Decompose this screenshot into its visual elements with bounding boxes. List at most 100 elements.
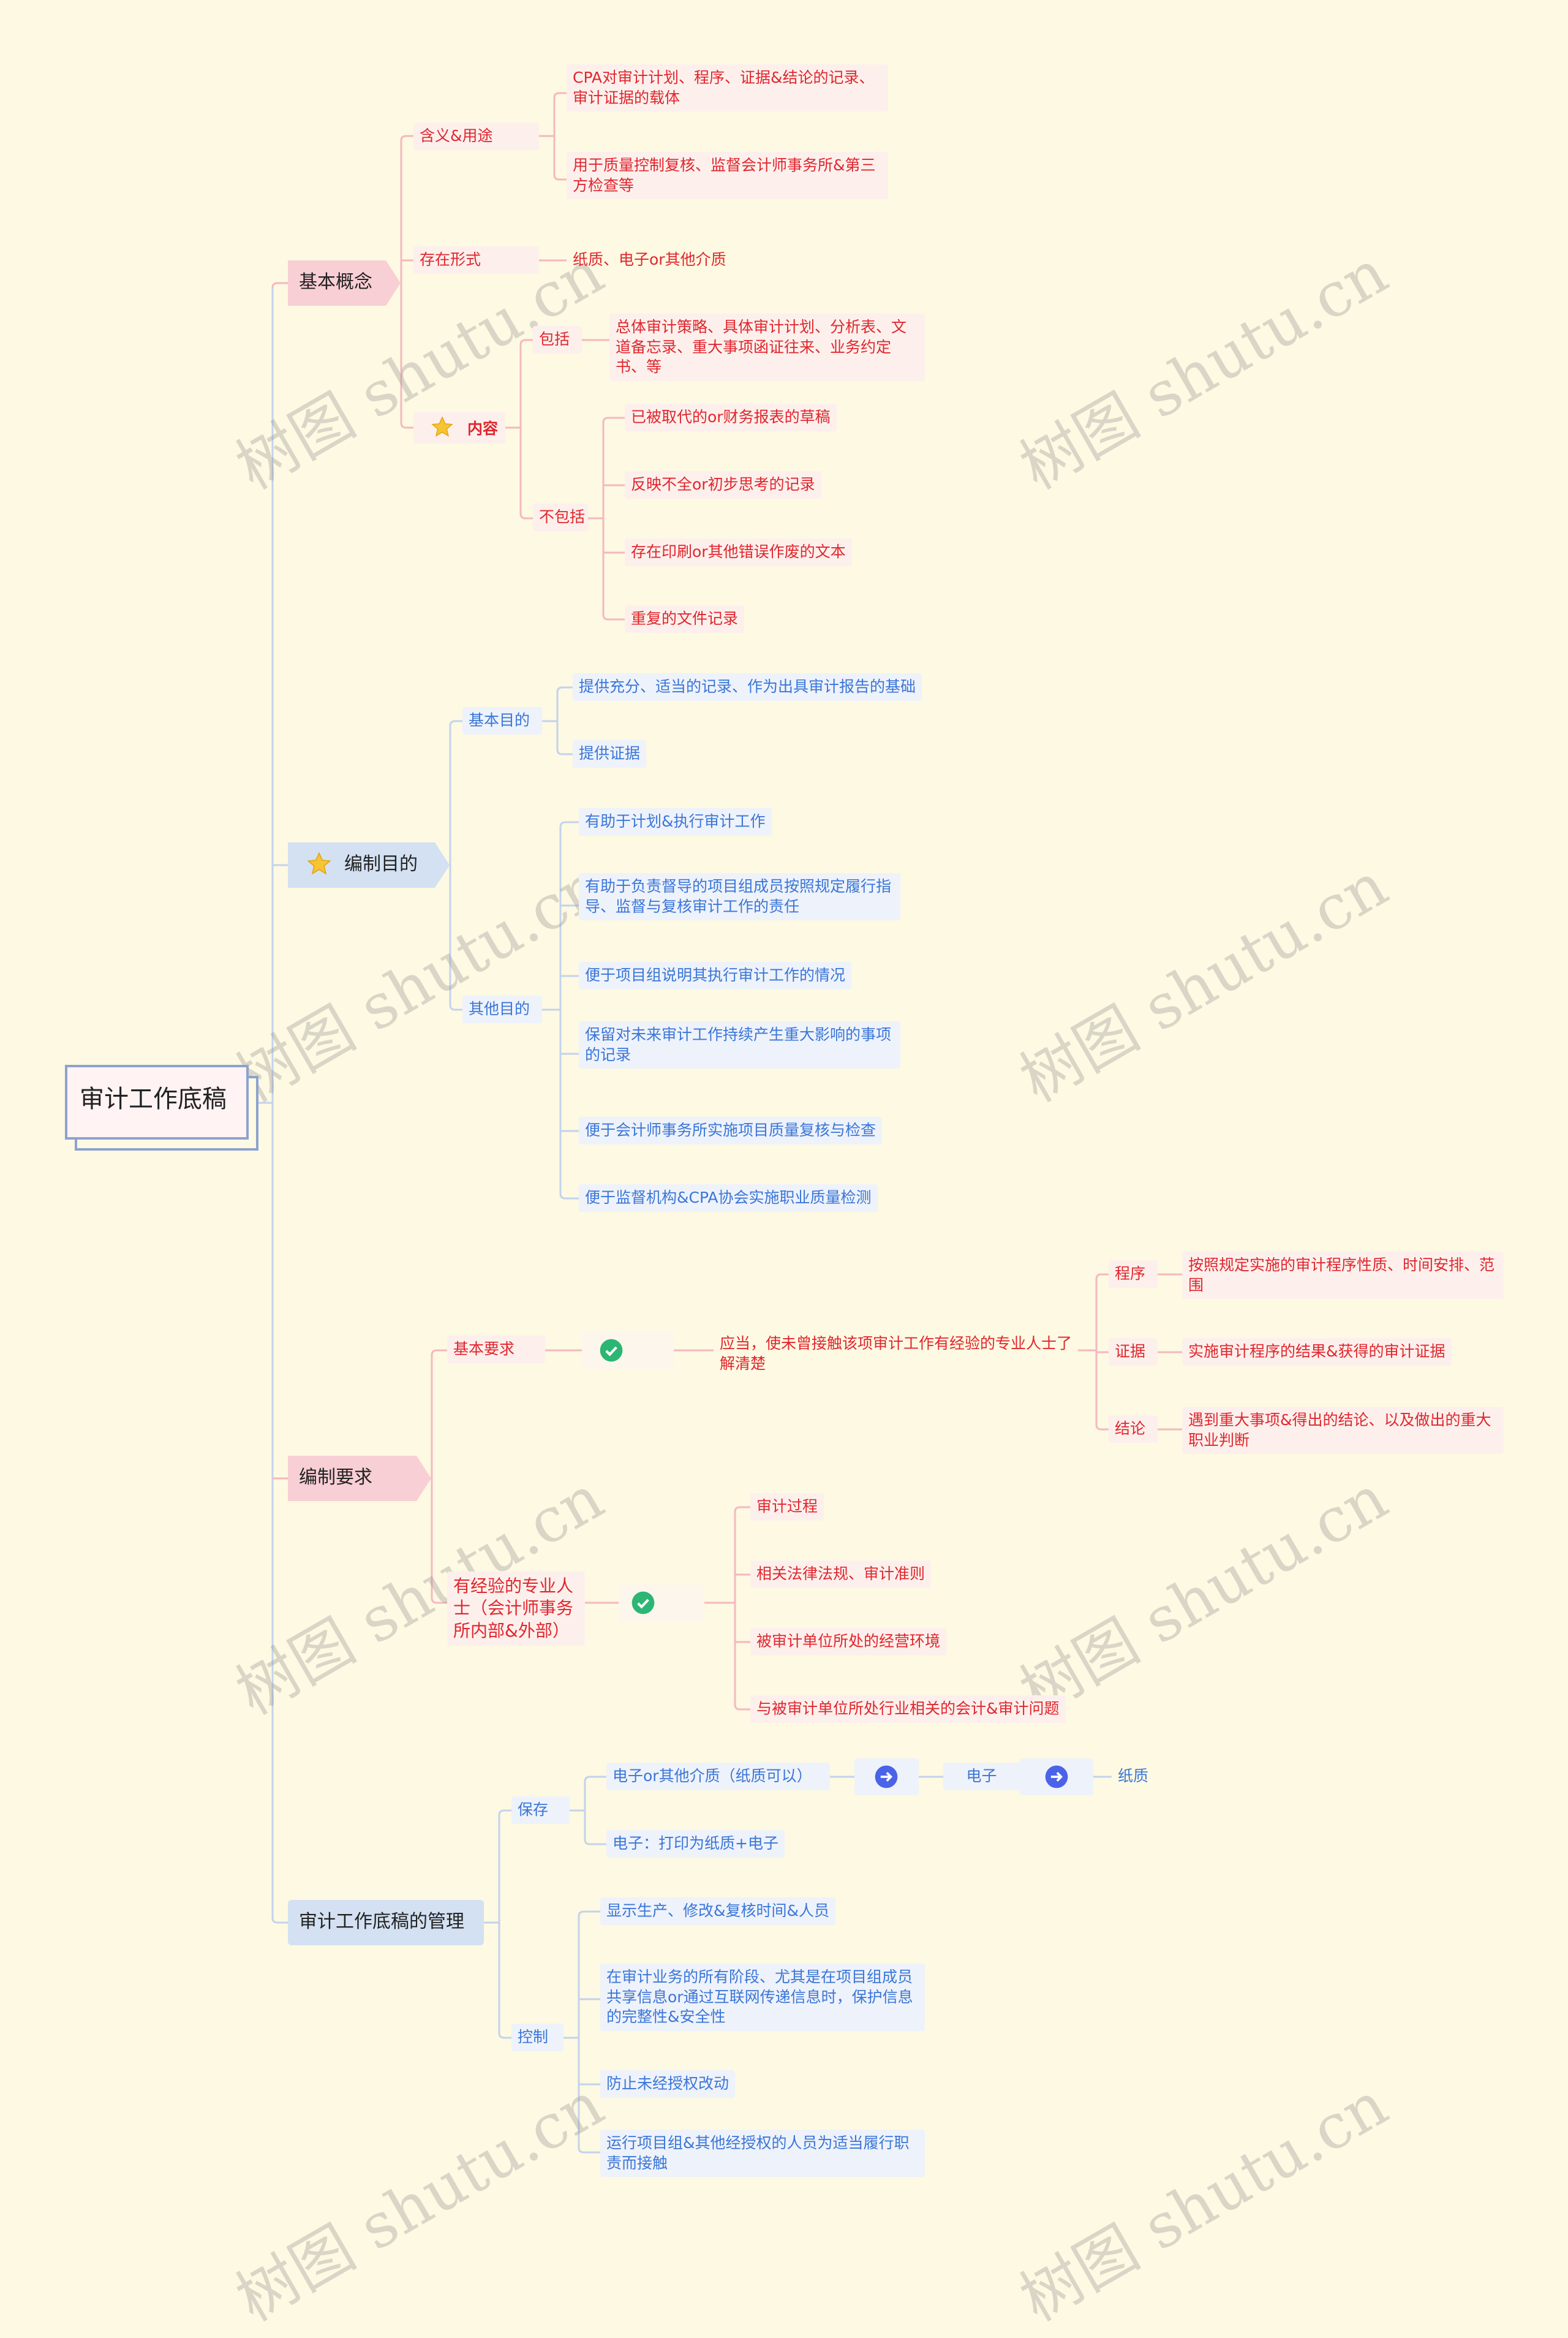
branch-label: 编制要求	[299, 1467, 372, 1488]
content-exclude[interactable]: 不包括	[533, 504, 588, 531]
item-text: 纸质、电子or其他介质	[573, 251, 726, 268]
item-text: 电子or其他介质（纸质可以）	[612, 1767, 812, 1785]
root-node[interactable]: 审计工作底稿	[65, 1065, 249, 1140]
item-text: 保留对未来审计工作持续产生重大影响的事项的记录	[585, 1026, 892, 1064]
topic-basic-purpose[interactable]: 基本目的	[462, 707, 542, 735]
expert-item[interactable]: 与被审计单位所处行业相关的会计&审计问题	[750, 1695, 1066, 1723]
control-item[interactable]: 运行项目组&其他经授权的人员为适当履行职责而接触	[600, 2130, 925, 2177]
keep-chain-item[interactable]: 电子	[943, 1763, 1020, 1790]
requirement-sub-text[interactable]: 实施审计程序的结果&获得的审计证据	[1182, 1338, 1452, 1366]
requirement-sub-label[interactable]: 证据	[1109, 1338, 1158, 1366]
topic-label: 基本目的	[469, 711, 530, 729]
arrow-box	[854, 1758, 919, 1795]
topic-label: 内容	[467, 420, 499, 437]
topic-label: 控制	[518, 2028, 549, 2046]
branch-management[interactable]: 审计工作底稿的管理	[288, 1900, 484, 1945]
expert-item[interactable]: 审计过程	[750, 1493, 824, 1521]
topic-control[interactable]: 控制	[511, 2024, 564, 2051]
item-text: 电子：打印为纸质+电子	[612, 1834, 778, 1852]
item-text: 便于会计师事务所实施项目质量复核与检查	[585, 1121, 876, 1139]
topic-basic-requirement[interactable]: 基本要求	[447, 1336, 545, 1363]
root-label: 审计工作底稿	[80, 1085, 227, 1113]
other-purpose-item[interactable]: 有助于计划&执行审计工作	[579, 808, 772, 836]
exclude-item[interactable]: 存在印刷or其他错误作废的文本	[625, 539, 852, 566]
topic-content[interactable]: 内容	[413, 412, 505, 444]
item-text: 运行项目组&其他经授权的人员为适当履行职责而接触	[606, 2134, 910, 2172]
basic-requirement-text[interactable]: 应当，使未曾接触该项审计工作有经验的专业人士了解清楚	[714, 1330, 1078, 1377]
arrow-box	[1020, 1758, 1093, 1795]
item-text: 存在印刷or其他错误作废的文本	[631, 543, 846, 561]
topic-label: 存在形式	[420, 251, 481, 268]
star-icon	[307, 852, 331, 875]
item-text: 重复的文件记录	[631, 610, 739, 627]
branch-arrow	[435, 842, 450, 888]
arrow-right-circle-icon	[875, 1765, 898, 1788]
basic-purpose-item[interactable]: 提供证据	[573, 740, 647, 768]
requirement-sub-text[interactable]: 遇到重大事项&得出的结论、以及做出的重大职业判断	[1182, 1407, 1504, 1454]
requirement-sub-label[interactable]: 程序	[1109, 1260, 1158, 1288]
exclude-item[interactable]: 重复的文件记录	[625, 605, 745, 633]
item-text: 电子	[966, 1767, 997, 1785]
exclude-item[interactable]: 反映不全or初步思考的记录	[625, 471, 821, 499]
branch-basic-concept[interactable]: 基本概念	[288, 260, 386, 306]
exclude-item[interactable]: 已被取代的or财务报表的草稿	[625, 404, 837, 431]
topic-meaning[interactable]: 含义&用途	[413, 123, 539, 150]
basic-purpose-item[interactable]: 提供充分、适当的记录、作为出具审计报告的基础	[573, 673, 922, 701]
item-text: 有助于负责督导的项目组成员按照规定履行指导、监督与复核审计工作的责任	[585, 877, 892, 915]
topic-label: 包括	[539, 330, 570, 348]
include-item[interactable]: 总体审计策略、具体审计计划、分析表、文道备忘录、重大事项函证往来、业务约定书、等	[609, 314, 925, 381]
meaning-item[interactable]: CPA对审计计划、程序、证据&结论的记录、审计证据的载体	[567, 64, 888, 112]
expert-item[interactable]: 被审计单位所处的经营环境	[750, 1628, 947, 1655]
branch-requirements[interactable]: 编制要求	[288, 1456, 417, 1501]
requirement-sub-text[interactable]: 按照规定实施的审计程序性质、时间安排、范围	[1182, 1252, 1504, 1299]
control-item[interactable]: 显示生产、修改&复核时间&人员	[600, 1897, 835, 1925]
topic-experienced-expert[interactable]: 有经验的专业人士（会计师事务所内部&外部）	[447, 1572, 585, 1646]
item-text: 总体审计策略、具体审计计划、分析表、文道备忘录、重大事项函证往来、业务约定书、等	[616, 318, 907, 376]
topic-label: 程序	[1115, 1265, 1146, 1282]
item-text: 显示生产、修改&复核时间&人员	[606, 1902, 829, 1920]
topic-label: 保存	[518, 1801, 549, 1818]
other-purpose-item[interactable]: 便于监督机构&CPA协会实施职业质量检测	[579, 1184, 878, 1212]
item-text: 防止未经授权改动	[606, 2075, 729, 2092]
arrow-right-circle-icon	[1045, 1765, 1068, 1788]
branch-label: 编制目的	[344, 853, 418, 875]
other-purpose-item[interactable]: 有助于负责督导的项目组成员按照规定履行指导、监督与复核审计工作的责任	[579, 873, 900, 920]
control-item[interactable]: 在审计业务的所有阶段、尤其是在项目组成员共享信息or通过互联网传递信息时，保护信…	[600, 1964, 925, 2031]
star-icon	[431, 416, 453, 437]
branch-label: 基本概念	[299, 271, 372, 293]
expert-item[interactable]: 相关法律法规、审计准则	[750, 1561, 932, 1588]
meaning-item[interactable]: 用于质量控制复核、监督会计师事务所&第三方检查等	[567, 152, 888, 199]
item-text: 在审计业务的所有阶段、尤其是在项目组成员共享信息or通过互联网传递信息时，保护信…	[606, 1968, 913, 2026]
other-purpose-item[interactable]: 便于项目组说明其执行审计工作的情况	[579, 962, 852, 989]
keep-chain-item[interactable]: 纸质	[1112, 1763, 1155, 1790]
item-text: 与被审计单位所处行业相关的会计&审计问题	[756, 1700, 1060, 1717]
keep-item[interactable]: 电子：打印为纸质+电子	[606, 1830, 785, 1858]
item-text: 提供证据	[579, 744, 641, 762]
form-item[interactable]: 纸质、电子or其他介质	[567, 246, 733, 274]
requirement-sub-label[interactable]: 结论	[1109, 1415, 1158, 1443]
item-text: 已被取代的or财务报表的草稿	[631, 408, 831, 426]
branch-label: 审计工作底稿的管理	[299, 1911, 464, 1932]
item-text: 审计过程	[756, 1497, 818, 1515]
keep-item[interactable]: 电子or其他介质（纸质可以）	[606, 1763, 830, 1790]
item-text: 被审计单位所处的经营环境	[756, 1632, 941, 1650]
other-purpose-item[interactable]: 便于会计师事务所实施项目质量复核与检查	[579, 1117, 883, 1144]
topic-label: 基本要求	[453, 1340, 515, 1358]
topic-label: 含义&用途	[420, 127, 493, 145]
branch-purpose[interactable]: 编制目的	[288, 842, 435, 888]
item-text: 按照规定实施的审计程序性质、时间安排、范围	[1188, 1256, 1495, 1294]
check-box	[619, 1584, 704, 1621]
content-include[interactable]: 包括	[533, 326, 582, 354]
item-text: 提供充分、适当的记录、作为出具审计报告的基础	[579, 678, 916, 695]
check-circle-icon	[600, 1339, 623, 1362]
mind-map: 树图 shutu.cn 树图 shutu.cn 树图 shutu.cn 树图 s…	[65, 64, 1504, 2336]
topic-keep[interactable]: 保存	[511, 1796, 570, 1824]
topic-other-purpose[interactable]: 其他目的	[462, 996, 542, 1023]
topic-form[interactable]: 存在形式	[413, 246, 539, 274]
branch-arrow	[386, 260, 401, 306]
topic-label: 结论	[1115, 1420, 1146, 1437]
item-text: 应当，使未曾接触该项审计工作有经验的专业人士了解清楚	[720, 1334, 1072, 1372]
topic-label: 证据	[1115, 1342, 1146, 1360]
control-item[interactable]: 防止未经授权改动	[600, 2070, 736, 2098]
other-purpose-item[interactable]: 保留对未来审计工作持续产生重大影响的事项的记录	[579, 1021, 900, 1069]
